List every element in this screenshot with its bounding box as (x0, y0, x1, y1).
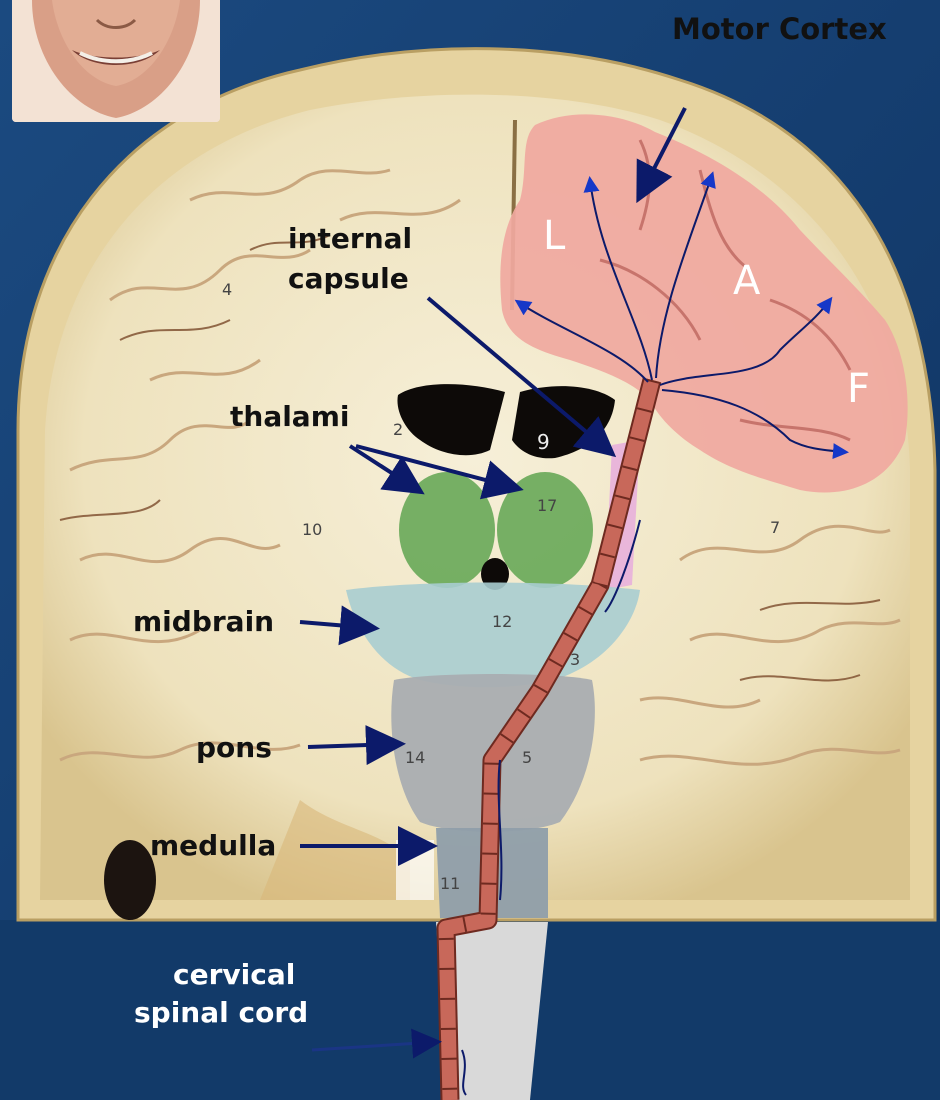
section-number: 4 (222, 280, 232, 299)
midbrain-label: midbrain (133, 605, 274, 638)
pons-label: pons (196, 731, 272, 764)
section-number: 14 (405, 748, 425, 767)
section-number: 7 (770, 518, 780, 537)
section-number: 3 (570, 650, 580, 669)
section-number: 11 (440, 874, 460, 893)
cervical-label-line2: spinal cord (134, 996, 308, 1029)
medulla-label: medulla (150, 829, 276, 862)
arm-area-letter: A (733, 258, 760, 304)
internal-capsule-label-line1: internal (288, 222, 412, 255)
section-number: 2 (393, 420, 403, 439)
right-thalamus (497, 472, 593, 588)
section-number: 5 (522, 748, 532, 767)
dark-cavity (104, 840, 156, 920)
face-area-letter: F (847, 366, 870, 412)
internal-capsule-label-line2: capsule (288, 262, 409, 295)
leg-area-letter: L (543, 213, 565, 259)
section-number: 12 (492, 612, 512, 631)
motor-cortex-title: Motor Cortex (672, 13, 887, 46)
section-number: 9 (537, 430, 550, 454)
section-number: 17 (537, 496, 557, 515)
section-number: 10 (302, 520, 322, 539)
thalami-label: thalami (230, 400, 349, 433)
cervical-label-line1: cervical (173, 958, 295, 991)
medulla-side-tissue (396, 840, 434, 900)
face-thumbnail (12, 0, 220, 122)
